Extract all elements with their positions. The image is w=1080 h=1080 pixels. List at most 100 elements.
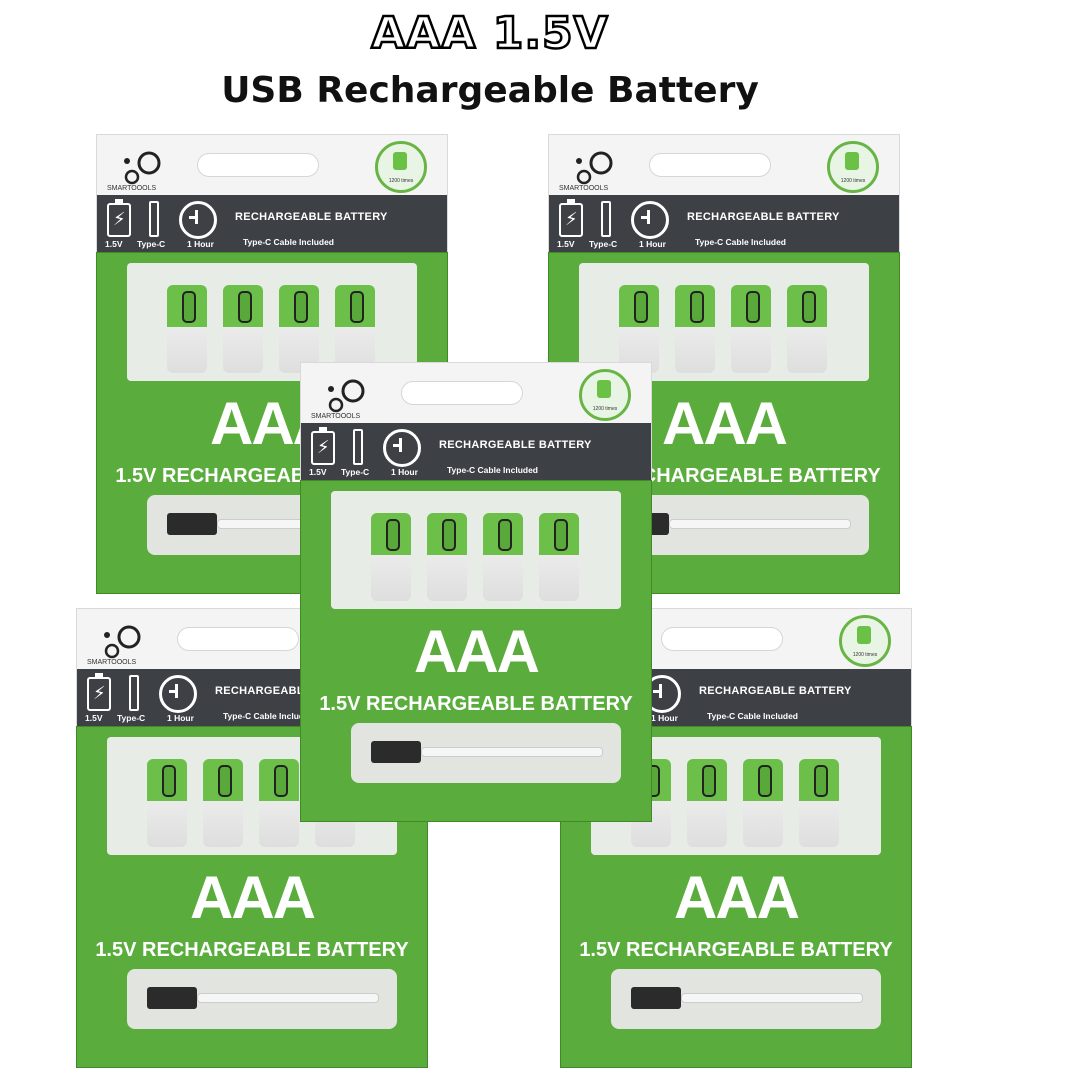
battery-pack: SMARTOOOLS 1200 times ⚡ 1.5V Type-C 1 Ho… [300,362,652,822]
battery-cell [335,285,375,373]
battery-cell [619,285,659,373]
green-box: AAA 1.5V RECHARGEABLE BATTERY [76,726,428,1068]
clock-icon [159,675,197,713]
brand-name: SMARTOOOLS [87,659,137,666]
type-c-label: Type-C [117,713,146,723]
hang-hole [177,627,299,651]
info-band: ⚡ 1.5V Type-C 1 Hour RECHARGEABLE BATTER… [549,195,899,259]
aaa-label: AAA [190,864,316,931]
battery-icon: ⚡ [311,427,335,465]
battery-window [579,263,869,381]
cable-included-label: Type-C Cable Included [243,237,334,247]
hang-hole [401,381,523,405]
seal-text: 1200 times [592,406,618,412]
brand-name: SMARTOOOLS [311,413,361,420]
voltage-label: 1.5V [85,713,103,723]
battery-cell [787,285,827,373]
usb-cable [371,741,603,763]
cable-window [351,723,621,783]
cable-included-label: Type-C Cable Included [707,711,798,721]
info-band: ⚡ 1.5V Type-C 1 Hour RECHARGEABLE BATTER… [97,195,447,259]
voltage-label: 1.5V [557,239,575,249]
hang-card: SMARTOOOLS 1200 times ⚡ 1.5V Type-C 1 Ho… [96,134,448,268]
usb-c-icon [129,675,139,711]
clock-icon [179,201,217,239]
headline: AAA 1.5V [370,7,609,61]
clock-icon [383,429,421,467]
battery-cell [147,759,187,847]
hang-hole [197,153,319,177]
battery-icon: ⚡ [107,199,131,237]
battery-cell [371,513,411,601]
battery-window [127,263,417,381]
cable-included-label: Type-C Cable Included [223,711,314,721]
green-box: AAA 1.5V RECHARGEABLE BATTERY [300,480,652,822]
subheadline: USB Rechargeable Battery [221,70,759,111]
seal-text: 1200 times [852,652,878,658]
rechargeable-label: 1.5V RECHARGEABLE BATTERY [95,939,409,961]
usb-c-icon [149,201,159,237]
brand-name: SMARTOOOLS [107,185,157,192]
seal-text: 1200 times [388,178,414,184]
aaa-label: AAA [674,864,800,931]
type-c-label: Type-C [341,467,370,477]
cycles-seal-icon: 1200 times [579,369,631,421]
battery-cell [675,285,715,373]
battery-window [331,491,621,609]
hang-card: SMARTOOOLS 1200 times ⚡ 1.5V Type-C 1 Ho… [300,362,652,496]
cycles-seal-icon: 1200 times [839,615,891,667]
cable-included-label: Type-C Cable Included [447,465,538,475]
battery-icon: ⚡ [87,673,111,711]
usb-cable [147,987,379,1009]
battery-cell [259,759,299,847]
brand-name: SMARTOOOLS [559,185,609,192]
voltage-label: 1.5V [105,239,123,249]
cable-included-label: Type-C Cable Included [695,237,786,247]
charge-time-label: 1 Hour [391,467,418,477]
hang-card: SMARTOOOLS 1200 times ⚡ 1.5V Type-C 1 Ho… [548,134,900,268]
band-title: RECHARGEABLE BATTERY [439,439,592,451]
charge-time-label: 1 Hour [639,239,666,249]
battery-cell [427,513,467,601]
battery-cell [687,759,727,847]
voltage-label: 1.5V [309,467,327,477]
battery-cell [483,513,523,601]
battery-cell [203,759,243,847]
type-c-label: Type-C [137,239,166,249]
rechargeable-label: 1.5V RECHARGEABLE BATTERY [579,939,893,961]
aaa-label: AAA [414,618,540,685]
charge-time-label: 1 Hour [167,713,194,723]
band-title: RECHARGEABLE BATTERY [687,211,840,223]
battery-cell [731,285,771,373]
seal-text: 1200 times [840,178,866,184]
charge-time-label: 1 Hour [651,713,678,723]
cycles-seal-icon: 1200 times [375,141,427,193]
battery-cell [279,285,319,373]
battery-pack: SMARTOOOLS 1200 times ⚡ 1.5V Type-C 1 Ho… [76,608,428,1068]
band-title: RECHARGEABLE BATTERY [235,211,388,223]
battery-cell [539,513,579,601]
type-c-label: Type-C [589,239,618,249]
hang-hole [661,627,783,651]
usb-cable [167,513,399,535]
aaa-label: AAA [662,390,788,457]
cable-window [127,969,397,1029]
hang-hole [649,153,771,177]
usb-c-icon [353,429,363,465]
battery-cell [223,285,263,373]
charge-time-label: 1 Hour [187,239,214,249]
info-band: ⚡ 1.5V Type-C 1 Hour RECHARGEABLE BATTER… [301,423,651,487]
usb-cable [631,987,863,1009]
clock-icon [631,201,669,239]
cycles-seal-icon: 1200 times [827,141,879,193]
brand-logo-icon [576,151,613,185]
battery-cell [167,285,207,373]
cable-window [611,969,881,1029]
brand-logo-icon [124,151,161,185]
band-title: RECHARGEABLE BATTERY [699,685,852,697]
brand-logo-icon [104,625,141,659]
usb-c-icon [601,201,611,237]
rechargeable-label: 1.5V RECHARGEABLE BATTERY [319,693,633,715]
brand-logo-icon [328,379,365,413]
battery-cell [799,759,839,847]
